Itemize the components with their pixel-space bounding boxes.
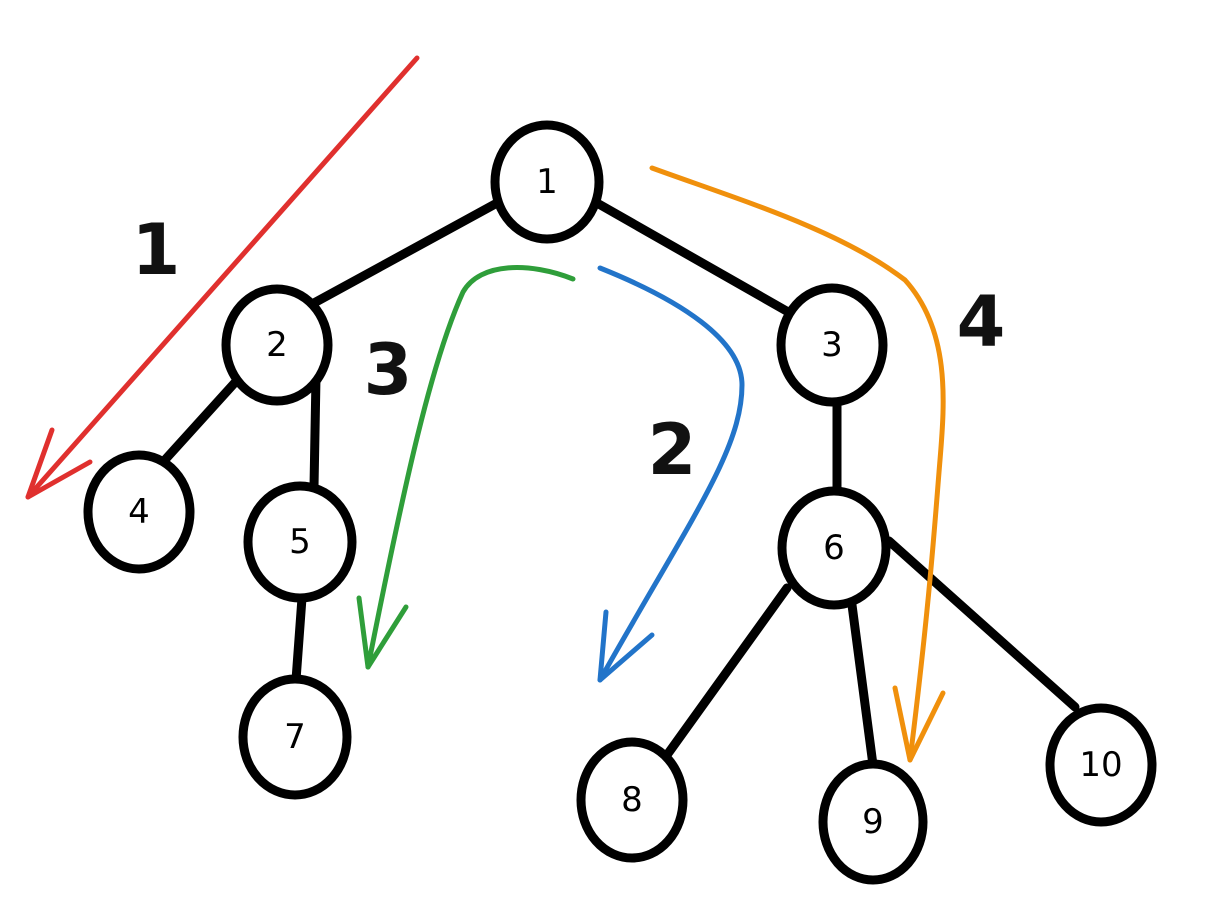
node-2: 2 [221, 284, 333, 406]
node-4-label: 4 [128, 492, 150, 532]
arrow-blue-head [597, 609, 655, 683]
edge-2-5 [309, 372, 321, 492]
edge-1-3 [592, 198, 795, 318]
node-8-label: 8 [621, 780, 643, 820]
arrow-red-head [25, 427, 93, 500]
node-6: 6 [777, 486, 891, 610]
node-9: 9 [818, 759, 928, 885]
node-3: 3 [776, 283, 888, 407]
node-7-label: 7 [284, 717, 306, 757]
arrow-green-head [356, 595, 409, 670]
edge-6-10 [884, 536, 1080, 712]
node-1-label: 1 [536, 162, 558, 202]
edge-1-2 [309, 198, 502, 308]
arrow-orange-line [649, 165, 946, 763]
arrow-blue [597, 265, 745, 683]
arrow-blue-label: 2 [648, 409, 697, 491]
arrow-green-line [365, 265, 576, 670]
arrow-orange [649, 165, 946, 763]
node-10-label: 10 [1079, 745, 1122, 785]
edge-6-9 [847, 600, 878, 770]
arrow-red-line [25, 55, 420, 500]
node-2-label: 2 [266, 325, 288, 365]
edge-2-4 [158, 372, 245, 467]
node-10: 10 [1045, 703, 1157, 827]
node-8: 8 [576, 737, 688, 863]
arrow-red-label: 1 [132, 209, 181, 291]
arrow-orange-head [892, 685, 946, 763]
arrow-green [356, 265, 576, 670]
node-5: 5 [243, 481, 357, 603]
node-3-label: 3 [821, 325, 843, 365]
node-5-label: 5 [289, 522, 311, 562]
arrow-orange-label: 4 [957, 281, 1006, 363]
arrow-blue-line [597, 265, 745, 683]
tree-edges [158, 198, 1080, 770]
node-4: 4 [83, 450, 195, 574]
arrow-green-label: 3 [364, 329, 413, 411]
arrow-red [25, 55, 420, 500]
node-7: 7 [238, 674, 352, 800]
edge-5-7 [291, 593, 307, 685]
node-9-label: 9 [862, 802, 884, 842]
node-1: 1 [490, 120, 604, 244]
edge-6-8 [662, 583, 792, 760]
node-6-label: 6 [823, 528, 845, 568]
